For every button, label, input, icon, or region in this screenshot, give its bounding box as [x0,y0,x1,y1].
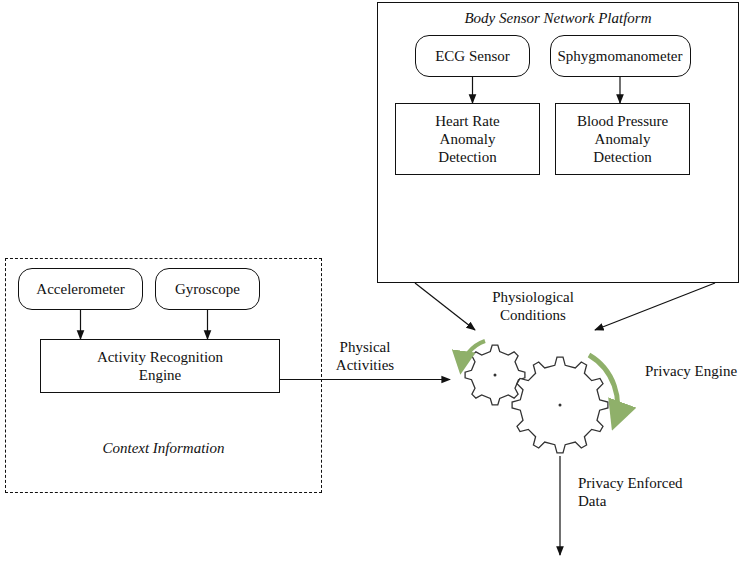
arrow-connector [472,77,473,103]
sensor-box: Accelerometer [18,268,143,310]
gears [465,345,608,453]
gear [512,357,608,453]
node-text: ECG Sensor [435,47,510,65]
output-arrow [559,456,560,555]
sensor-box: ECG Sensor [415,35,530,77]
sensor-box: Gyroscope [155,268,260,310]
node-text: Heart Rate Anomaly Detection [418,112,518,166]
edge-label: Physical Activities [325,338,405,374]
gear-hub [494,374,497,377]
process-box: Heart Rate Anomaly Detection [395,103,540,175]
flow-label: Physiological Conditions [488,288,578,324]
node-text: Accelerometer [36,280,124,298]
gear [465,345,525,405]
arrow-connector [80,310,81,339]
node-text: Blood Pressure Anomaly Detection [573,112,673,166]
arrow-connector [595,283,715,330]
rotation-arrow [589,355,618,425]
arrow-connector [619,77,620,103]
process-box: Activity Recognition Engine [40,339,280,393]
privacy-engine: Privacy Engine [450,330,740,465]
group-heading: Context Information [6,439,321,457]
platform-box: Body Sensor Network PlatformECG Sensor Sp… [377,2,739,283]
output-label: Privacy Enforced Data [578,474,688,510]
node-text: Sphygmomanometer [558,47,683,65]
node-text: Gyroscope [175,280,240,298]
rotation-arrow [461,341,485,370]
group-heading: Body Sensor Network Platform [378,9,738,27]
context-box: Context Information Accelerometer Gyroscop… [5,258,322,493]
gear-hub [559,404,562,407]
node-text: Activity Recognition Engine [80,348,240,384]
node-text: Privacy Engine [645,362,737,380]
arrow-connector [207,310,208,339]
process-box: Blood Pressure Anomaly Detection [555,103,690,175]
arrow-connector [415,283,475,330]
sensor-box: Sphygmomanometer [550,35,691,77]
arrow-connector [280,379,450,380]
